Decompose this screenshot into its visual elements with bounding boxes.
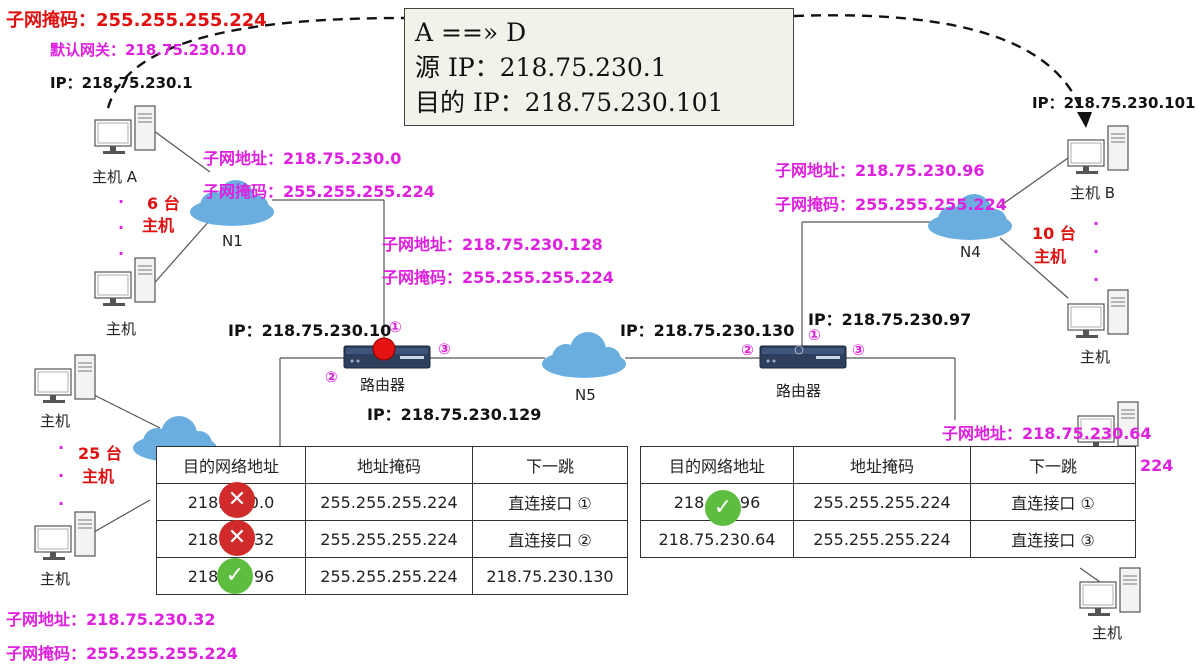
- n2-mask: 子网掩码：255.255.255.224: [6, 644, 238, 663]
- host-a-label: 主机 A: [92, 168, 138, 186]
- table-cell: 218.75.230.130: [472, 557, 628, 595]
- n1-host-count: 6 台: [147, 194, 180, 213]
- n3-mask-partial: 224: [1140, 456, 1174, 475]
- router1-ip-1: IP：218.75.230.10: [228, 321, 392, 340]
- n3-subnet: 子网地址：218.75.230.64: [942, 424, 1152, 443]
- info-route: A ==» D: [415, 18, 527, 47]
- check-icon: ✓: [217, 558, 253, 594]
- ellipsis-dot: ·: [1093, 214, 1100, 233]
- ellipsis-dot: ·: [1093, 242, 1100, 261]
- table-cell: 255.255.255.224: [305, 520, 473, 558]
- table-cell: 255.255.255.224: [793, 483, 971, 521]
- n2-subnet: 子网地址：218.75.230.32: [6, 610, 216, 629]
- table-header-row: 目的网络地址 地址掩码 下一跳: [640, 446, 1136, 484]
- n1-host-label: 主机: [106, 320, 137, 338]
- router2-port-3: ③: [852, 341, 865, 359]
- router1-port-2: ②: [325, 368, 338, 386]
- n2-host-count-unit: 主机: [82, 467, 115, 486]
- ellipsis-dot: ·: [118, 218, 125, 237]
- host-a-ip: IP：218.75.230.1: [50, 74, 193, 92]
- table-header-cell: 地址掩码: [305, 446, 473, 484]
- table-header-cell: 地址掩码: [793, 446, 971, 484]
- n2-host-count: 25 台: [78, 444, 122, 463]
- table-header-cell: 目的网络地址: [640, 446, 794, 484]
- n4-host-count-unit: 主机: [1034, 247, 1067, 266]
- ellipsis-dot: ·: [58, 494, 65, 513]
- router2-ip: IP：218.75.230.97: [808, 310, 972, 329]
- host-b-label: 主机 B: [1070, 184, 1116, 202]
- n4-host-label: 主机: [1080, 348, 1111, 366]
- host-a-mask: 子网掩码：255.255.255.224: [6, 10, 267, 31]
- ellipsis-dot: ·: [118, 192, 125, 211]
- n5-label: N5: [575, 386, 596, 404]
- router2-routing-table: 目的网络地址 地址掩码 下一跳 218.7 0.96 255.255.255.2…: [640, 446, 1136, 558]
- n4-host-count: 10 台: [1032, 224, 1076, 243]
- n3-host-label: 主机: [1092, 624, 1123, 642]
- n1-subnet: 子网地址：218.75.230.0: [203, 149, 402, 168]
- n1-label: N1: [222, 232, 243, 250]
- table-cell: 直连接口 ②: [472, 520, 628, 558]
- table-cell: 218.75.230.64: [640, 520, 794, 558]
- ellipsis-dot: ·: [58, 466, 65, 485]
- info-dest-ip: 目的 IP：218.75.230.101: [415, 88, 724, 117]
- router1-label: 路由器: [360, 376, 406, 394]
- table-header-cell: 下一跳: [970, 446, 1136, 484]
- r1-link-subnet: 子网地址：218.75.230.128: [382, 235, 603, 254]
- table-cell: 255.255.255.224: [305, 483, 473, 521]
- check-icon: ✓: [705, 490, 741, 526]
- table-cell: 直连接口 ③: [970, 520, 1136, 558]
- cross-icon: ✕: [219, 520, 255, 556]
- table-header-cell: 下一跳: [472, 446, 628, 484]
- router2-port-2: ②: [741, 341, 754, 359]
- ellipsis-dot: ·: [118, 244, 125, 263]
- table-cell: 255.255.255.224: [305, 557, 473, 595]
- n2-host-label-bottom: 主机: [40, 570, 71, 588]
- router2-label: 路由器: [776, 382, 822, 400]
- router2-port-1: ①: [808, 326, 821, 344]
- ellipsis-dot: ·: [58, 438, 65, 457]
- n2-host-label-top: 主机: [40, 412, 71, 430]
- router1-ip-2: IP：218.75.230.129: [367, 405, 542, 424]
- table-header-cell: 目的网络地址: [156, 446, 306, 484]
- n5-ip: IP：218.75.230.130: [620, 321, 795, 340]
- packet-info-box: A ==» D 源 IP：218.75.230.1 目的 IP：218.75.2…: [404, 8, 794, 126]
- n4-mask: 子网掩码：255.255.255.224: [775, 195, 1007, 214]
- table-cell: 直连接口 ①: [970, 483, 1136, 521]
- host-b-ip: IP：218.75.230.101: [1032, 94, 1196, 112]
- table-cell: 255.255.255.224: [793, 520, 971, 558]
- n4-label: N4: [960, 243, 981, 261]
- host-a-gateway: 默认网关：218.75.230.10: [50, 41, 247, 59]
- n1-host-count-unit: 主机: [142, 216, 175, 235]
- info-source-ip: 源 IP：218.75.230.1: [415, 53, 667, 82]
- ellipsis-dot: ·: [1093, 270, 1100, 289]
- n4-subnet: 子网地址：218.75.230.96: [775, 161, 985, 180]
- table-cell: 直连接口 ①: [472, 483, 628, 521]
- table-row: 218.75.230.64 255.255.255.224 直连接口 ③: [640, 520, 1136, 558]
- table-header-row: 目的网络地址 地址掩码 下一跳: [156, 446, 628, 484]
- n1-mask: 子网掩码：255.255.255.224: [203, 182, 435, 201]
- r1-link-mask: 子网掩码：255.255.255.224: [382, 268, 614, 287]
- router1-port-1: ①: [389, 318, 402, 336]
- router1-port-3: ③: [438, 340, 451, 358]
- cross-icon: ✕: [219, 482, 255, 518]
